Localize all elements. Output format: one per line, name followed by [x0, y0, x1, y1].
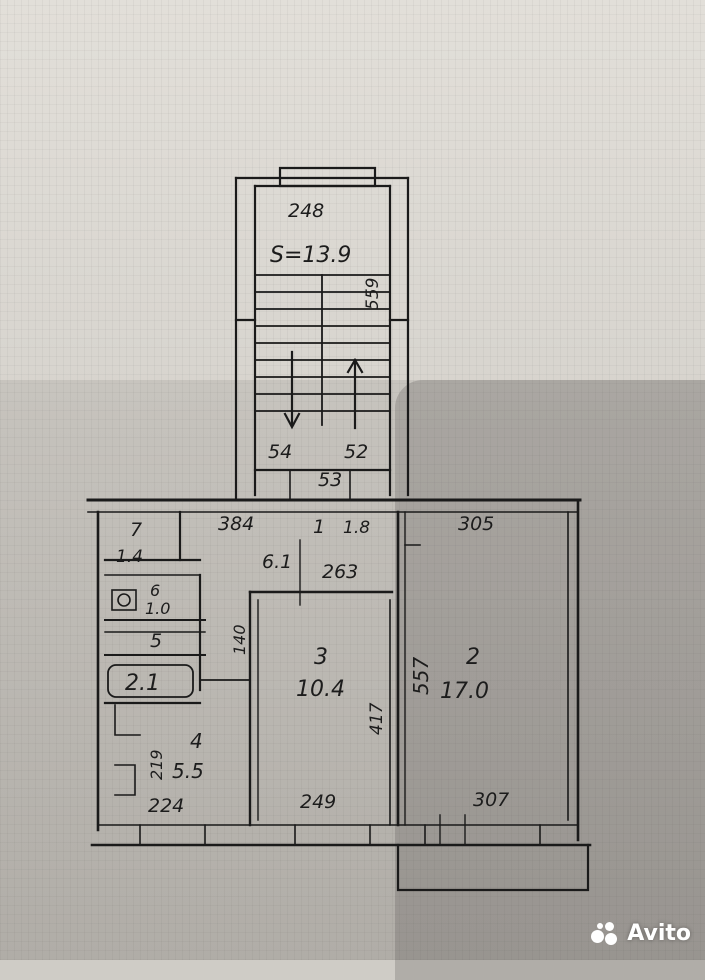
- avito-watermark: Avito: [591, 921, 691, 946]
- label-room4-number: 4: [190, 729, 203, 753]
- sink-shape: [111, 589, 137, 611]
- avito-brand-text: Avito: [627, 921, 691, 946]
- label-room2-area: 17.0: [440, 679, 489, 704]
- label-dim-219: 219: [147, 749, 166, 780]
- label-room1-number: 1: [313, 516, 325, 538]
- label-stair-width: 248: [288, 200, 324, 222]
- floor-plan: 248 S=13.9 559 54 52 53 384 305 7 1.4 1 …: [86, 166, 592, 892]
- label-dim-307: 307: [473, 789, 509, 811]
- label-room1-extra: 1.8: [343, 518, 370, 538]
- label-stair-length: 559: [363, 278, 383, 310]
- label-dim-140: 140: [230, 624, 249, 655]
- bathtub-shape: [107, 664, 194, 698]
- label-room7-number: 7: [130, 519, 142, 541]
- label-room7-area: 1.4: [116, 547, 143, 567]
- label-room3-number: 3: [314, 645, 328, 670]
- label-dim-557: 557: [409, 657, 433, 695]
- label-room5-number: 5: [150, 630, 162, 652]
- avito-logo-icon: [591, 921, 621, 946]
- label-stair-right: 52: [344, 441, 368, 463]
- label-entry-width: 53: [318, 469, 342, 491]
- balcony: [396, 843, 590, 892]
- photo-shadow-right: [395, 380, 705, 980]
- label-stair-left: 54: [268, 441, 292, 463]
- stair-treads: [254, 274, 391, 426]
- label-dim-249: 249: [300, 791, 336, 813]
- label-room2-number: 2: [466, 645, 480, 670]
- label-corridor-width: 384: [218, 513, 254, 535]
- label-stair-area: S=13.9: [270, 243, 351, 268]
- label-corridor-length: 263: [322, 561, 358, 583]
- paper-background: [0, 0, 705, 960]
- label-room2-top: 305: [458, 513, 494, 535]
- label-dim-224: 224: [148, 795, 184, 817]
- label-room4-area: 5.5: [172, 759, 204, 783]
- label-room1-area: 6.1: [262, 551, 292, 573]
- label-room3-area: 10.4: [296, 677, 345, 702]
- label-room5-area: 2.1: [125, 671, 160, 696]
- label-dim-417: 417: [367, 702, 387, 735]
- label-room6-area: 1.0: [145, 599, 170, 618]
- label-room6-number: 6: [150, 581, 160, 600]
